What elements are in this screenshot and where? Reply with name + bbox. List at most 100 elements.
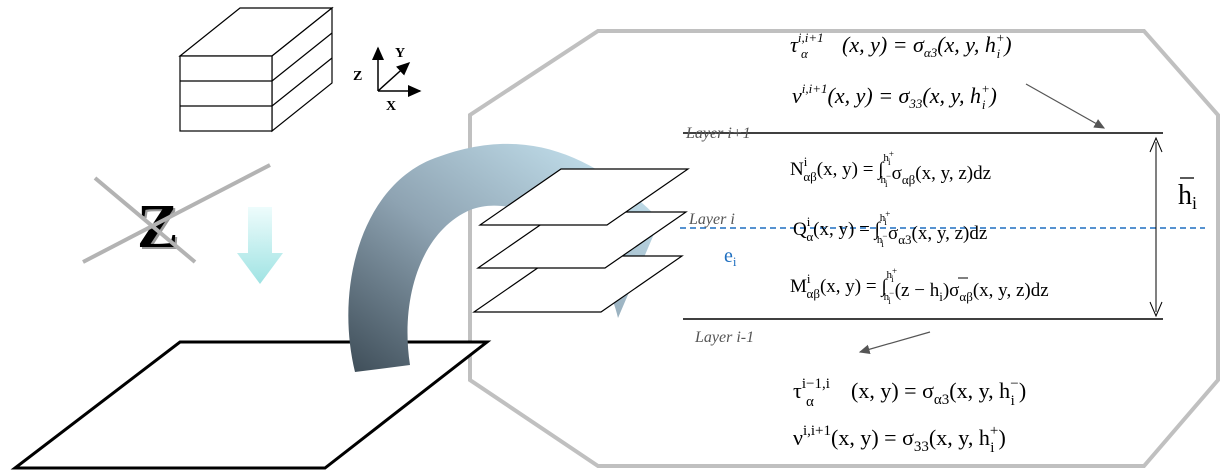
thickness-label: hi <box>1178 177 1197 213</box>
eq-tau-top-args: (x, y) = <box>842 32 913 57</box>
eq-N-tail: (x, y, z)dz <box>915 163 991 184</box>
bottom-traction-pointer <box>858 331 931 354</box>
eq-Q-lim-hi-sub: i <box>884 217 887 227</box>
eq-M-lim-lo-sup: − <box>889 288 894 298</box>
axes-triad <box>372 46 422 97</box>
eq-N-lim-hi-sub: i <box>888 157 891 167</box>
eq-nu-bot-rhs-idx: i <box>990 440 994 456</box>
eq-N-integrand: σ <box>892 163 902 184</box>
axis-y-label: Y <box>395 46 405 61</box>
layer-sheet-middle <box>476 211 688 269</box>
eq-N-sym: N <box>790 159 804 180</box>
reduction-arrow <box>237 207 283 284</box>
eq-tau-bot-args: (x, y) = <box>851 378 922 403</box>
eq-tau-bot-rhs-sub: α3 <box>934 392 949 408</box>
eq-N-sub: αβ <box>803 169 817 184</box>
eq-tau-top-sub: α <box>801 46 809 61</box>
eq-tau-top-rhs-sup: + <box>996 30 1005 45</box>
eq-M-paren-close: ) <box>943 280 949 301</box>
eq-M-args: (x, y) = ∫ <box>820 276 888 298</box>
midplane-label: e <box>724 245 733 267</box>
eq-nu-bot-sup: i,i+1 <box>803 423 831 439</box>
eq-N-sup: i <box>804 154 808 169</box>
eq-M-tail: (x, y, z)dz <box>973 280 1049 301</box>
eq-tau-top-rhs-idx: i <box>997 46 1001 61</box>
layer-sheet-bottom <box>472 255 684 313</box>
svg-text:ei: ei <box>724 245 737 269</box>
eq-nu-bot-sym: ν <box>793 425 803 450</box>
eq-M-sym: M <box>790 276 807 297</box>
midplane-label-sub: i <box>733 254 737 269</box>
layer-label-upper: Layer i+1 <box>685 125 751 142</box>
eq-nu-top: νi,i+1(x, y) = σ33(x, y, h+i) <box>792 81 997 112</box>
eq-M-integrand-sub: αβ <box>959 289 973 304</box>
eq-nu-top-args: (x, y) = <box>828 83 899 108</box>
eq-Q-integrand-sub: α3 <box>898 232 911 247</box>
eq-nu-bot-rhs-sym: σ <box>902 425 914 450</box>
eq-nu-bot-rhs-args: (x, y, h <box>929 425 990 450</box>
cross-line-b <box>82 163 271 264</box>
eq-tau-bot-rhs-sup: − <box>1010 376 1018 392</box>
eq-tau-top-sym: τ <box>790 32 799 57</box>
eq-M-lim-lo: h <box>884 291 890 303</box>
eq-Q-lim-lo-sub: i <box>881 239 884 249</box>
eq-M-lim-hi-sup: + <box>892 266 897 276</box>
thickness-label-main: h <box>1178 180 1192 211</box>
exploded-layers <box>472 168 690 313</box>
eq-tau-top-sup: i,i+1 <box>798 30 824 45</box>
eq-N-lim-lo-sub: i <box>885 179 888 189</box>
eq-M-sup: i <box>807 271 811 286</box>
cross-line-a <box>93 176 197 264</box>
eq-nu-bot: νi,i+1(x, y) = σ33(x, y, h+i) <box>793 423 1006 456</box>
eq-M-paren-sub: i <box>939 289 943 304</box>
crossed-z-letter: Z <box>137 193 178 261</box>
eq-Q-lim-lo-sup: − <box>882 231 887 241</box>
eq-Q-args: (x, y) = ∫ <box>813 219 881 241</box>
eq-nu-top-sup: i,i+1 <box>802 81 828 96</box>
layer-label-lower: Layer i-1 <box>694 329 754 346</box>
eq-Q-lim-hi: h <box>880 212 886 224</box>
eq-nu-top-rhs-sym: σ <box>899 83 911 108</box>
layer-sheet-top <box>478 168 690 226</box>
thickness-arrowhead-top <box>1149 136 1163 153</box>
eq-N-lim-lo: h <box>880 174 886 186</box>
eq-tau-bot-rhs-sym: σ <box>922 378 934 403</box>
eq-Q-tail: (x, y, z)dz <box>912 223 988 244</box>
layered-block <box>178 6 334 133</box>
eq-nu-bot-args: (x, y) = <box>831 425 902 450</box>
eq-N-args: (x, y) = ∫ <box>817 159 885 181</box>
top-traction-pointer <box>1025 83 1106 129</box>
eq-nu-bot-rhs-close: ) <box>998 425 1005 450</box>
svg-text:hi: hi <box>1178 180 1197 213</box>
axis-z-label: Z <box>353 69 362 84</box>
thickness-label-sub: i <box>1192 193 1197 213</box>
eq-M-integrand: σ <box>949 280 959 301</box>
eq-M-lim-hi-sub: i <box>891 274 894 284</box>
eq-N-lim-lo-sup: − <box>886 171 891 181</box>
eq-nu-top-rhs-close: ) <box>987 83 996 108</box>
thickness-arrowhead-bottom <box>1149 301 1163 318</box>
eq-nu-top-sym: ν <box>792 83 802 108</box>
eq-nu-bot-rhs-sup: + <box>990 423 998 439</box>
eq-nu-top-rhs-args: (x, y, h <box>922 83 981 108</box>
eq-M-paren: (z − h <box>895 280 940 301</box>
eq-nu-top-rhs-idx: i <box>982 97 986 112</box>
eq-tau-bot-sym: τ <box>793 378 802 403</box>
eq-M-sub: αβ <box>807 286 821 301</box>
layer-label-middle: Layer i <box>688 211 735 228</box>
eq-tau-top-rhs-close: ) <box>1002 32 1011 57</box>
eq-nu-top-rhs-sub: 33 <box>908 96 923 111</box>
eq-Q-sup: i <box>807 214 811 229</box>
eq-M-lim-lo-sub: i <box>888 296 891 306</box>
eq-M-lim-hi: h <box>887 269 893 281</box>
plate-2d <box>10 340 492 470</box>
crossed-z: Z <box>82 163 271 264</box>
eq-tau-bot-sup: i−1,i <box>802 376 830 392</box>
